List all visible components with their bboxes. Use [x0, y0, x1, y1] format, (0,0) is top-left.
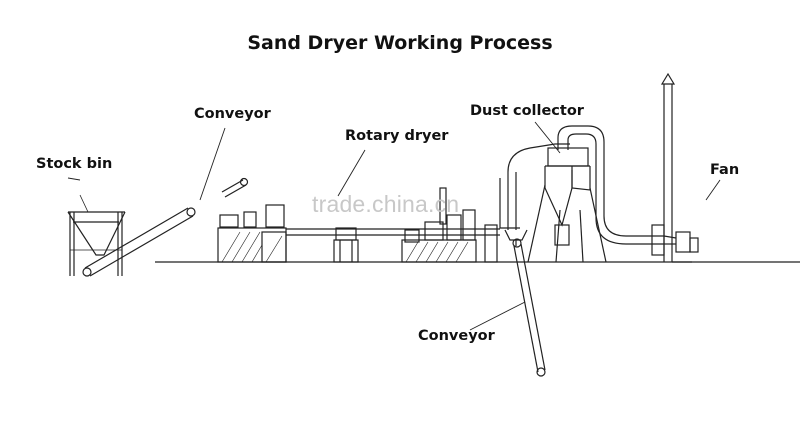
pointer-conveyor-bottom: [469, 301, 526, 331]
discharge-conveyor: [504, 229, 546, 377]
label-dust-collector: Dust collector: [470, 103, 584, 119]
fan-and-stack: [651, 72, 699, 263]
diagram-title: Sand Dryer Working Process: [247, 32, 553, 54]
stock-bin: [67, 194, 126, 276]
dust-collector: [499, 125, 664, 263]
feeder-conveyor: [82, 207, 196, 277]
pointer-lines: [67, 121, 721, 331]
drive-unit: [401, 187, 498, 263]
rotary-dryer-drum: [286, 227, 500, 263]
label-conveyor-top: Conveyor: [194, 106, 271, 122]
label-rotary-dryer: Rotary dryer: [345, 128, 449, 144]
pointer-conveyor-top: [199, 127, 226, 201]
label-stock-bin: Stock bin: [36, 156, 113, 172]
feeder-unit: [217, 177, 287, 263]
pointer-stock-bin: [67, 177, 81, 181]
pointer-rotary-dryer: [337, 149, 366, 197]
label-conveyor-bottom: Conveyor: [418, 328, 495, 344]
watermark-text: trade.china.cn: [312, 191, 460, 217]
pointer-fan: [705, 179, 721, 201]
label-fan: Fan: [710, 162, 740, 178]
